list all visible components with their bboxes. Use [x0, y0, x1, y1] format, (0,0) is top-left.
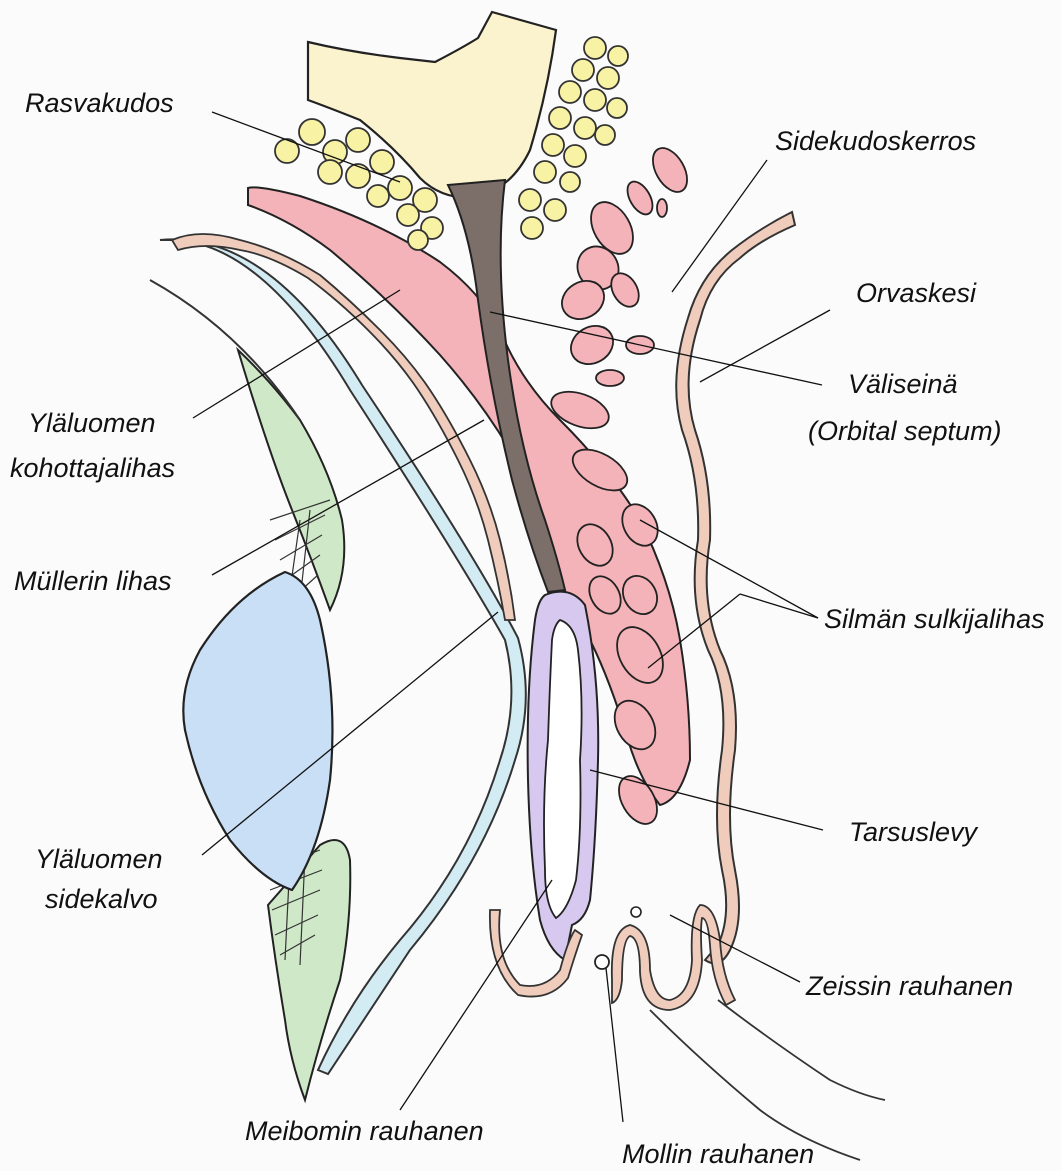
mucosa-lower-curve — [718, 1000, 885, 1100]
label-silman-sulkijalihas: Silmän sulkijalihas — [824, 604, 1045, 634]
label-rasvakudos: Rasvakudos — [25, 88, 174, 118]
label-ylaluomen-sidekalvo-line1: Yläluomen — [35, 844, 163, 874]
skin-lower-curve — [650, 1010, 860, 1160]
label-zeissin-rauhanen: Zeissin rauhanen — [805, 971, 1013, 1001]
label-valiseina-line2: (Orbital septum) — [808, 416, 1002, 446]
sclera-upper — [238, 350, 344, 610]
label-mollin-rauhanen: Mollin rauhanen — [622, 1139, 814, 1169]
label-ylaluomen-sidekalvo-line2: sidekalvo — [45, 884, 158, 914]
skin-epidermis — [676, 212, 795, 963]
labels: Rasvakudos Sidekudoskerros Orvaskesi Väl… — [10, 88, 1045, 1169]
small-gland-dot — [631, 907, 641, 917]
orbital-bone — [308, 12, 556, 198]
label-valiseina-line1: Väliseinä — [848, 369, 958, 399]
zeiss-gland-fold — [612, 905, 735, 1010]
label-ylaluomen-kohottajalihas-line2: kohottajalihas — [10, 453, 175, 483]
moll-gland-opening — [595, 955, 609, 969]
label-orvaskesi: Orvaskesi — [856, 278, 977, 308]
cornea — [183, 572, 332, 890]
label-mullerin-lihas: Müllerin lihas — [14, 566, 172, 596]
label-tarsuslevy: Tarsuslevy — [849, 817, 979, 847]
label-sidekudoskerros: Sidekudoskerros — [775, 126, 976, 156]
label-ylaluomen-kohottajalihas-line1: Yläluomen — [28, 408, 156, 438]
label-meibomin-rauhanen: Meibomin rauhanen — [245, 1116, 484, 1146]
